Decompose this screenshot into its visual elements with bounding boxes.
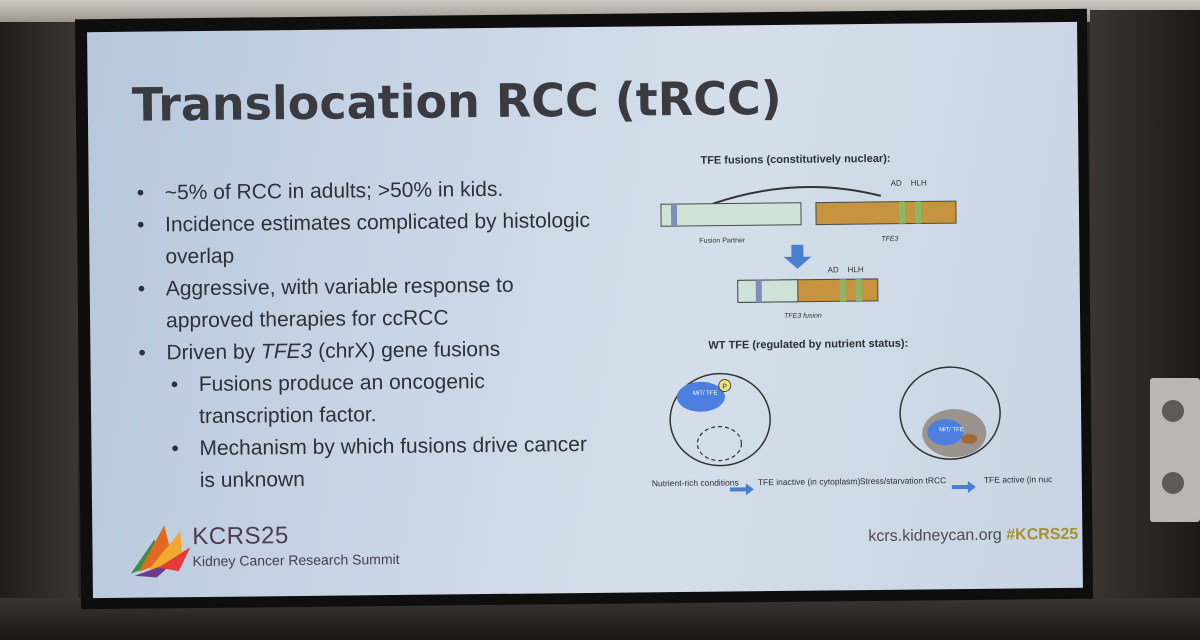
phosphate-label: P [722,384,727,391]
bullet-text: Incidence estimates complicated by histo… [164,208,591,269]
fusion-partner-bar [660,202,802,227]
hlh-label: HLH [911,178,927,187]
tfe-fusion-diagram: TFE fusions (constitutively nuclear): AD… [652,153,1052,496]
tfe3-label: TFE3 [881,236,898,243]
presentation-slide: Translocation RCC (tRCC) ~5% of RCC in a… [87,21,1083,599]
tfe3-fusion-partner-part [737,279,799,303]
bullet-item: Aggressive, with variable response to ap… [134,269,605,338]
fusion-heading: TFE fusions (constitutively nuclear): [700,153,890,167]
tfe3-fusion-label: TFE3 fusion [784,313,822,320]
ad-label-2: AD [828,265,839,274]
logo-subtitle: Kidney Cancer Research Summit [192,550,400,570]
bullet-text: Driven by [166,340,262,365]
bullet-item: Incidence estimates complicated by histo… [133,205,604,274]
right-arrow-icon-2 [951,481,976,493]
fusion-arc [712,185,882,205]
hlh-domain-2 [855,279,862,302]
bullet-item: ~5% of RCC in adults; >50% in kids. [133,173,603,210]
dna-blob [961,433,978,444]
mit-tfe-label-left: MiT/ TFE [693,391,718,397]
mit-tfe-label-right: MiT/ TFE [939,427,964,433]
bullet-text: ~5% of RCC in adults; >50% in kids. [164,177,504,205]
right-condition: Stress/starvation tRCC [860,475,947,486]
left-condition: Nutrient-rich conditions [652,477,739,488]
mit-tfe-protein-right [927,419,964,446]
wt-heading: WT TFE (regulated by nutrient status): [708,338,908,352]
logo-name: KCRS25 [192,522,289,551]
left-result: TFE inactive (in cytoplasm) [758,476,861,487]
bullet-text: Fusions produce an oncogenic transcripti… [198,370,485,429]
speaker-icon [1150,378,1200,522]
hlh-label-2: HLH [848,265,864,274]
tfe3-bar [815,200,957,226]
footer-url: kcrs.kidneycan.org #KCRS25 [868,526,1078,546]
bullet-text: Aggressive, with variable response to ap… [165,273,514,333]
nucleus-left [696,425,743,462]
hashtag-text: #KCRS25 [1006,525,1079,544]
fusion-partner-label: Fusion Partner [699,237,746,244]
partner-domain [670,204,678,227]
room-wall-left [0,22,78,640]
ad-label: AD [891,179,902,188]
gene-name: TFE3 [260,339,313,364]
cell-right [899,366,1001,460]
right-result: TFE active (in nucleus) [984,474,1052,485]
ad-domain-2 [839,279,846,302]
sub-bullet-item: Mechanism by which fusions drive cancer … [135,429,606,498]
slide-title: Translocation RCC (tRCC) [131,70,782,132]
bullet-item: Driven by TFE3 (chrX) gene fusions [134,333,604,370]
down-arrow-icon [783,244,812,269]
bullet-text: (chrX) gene fusions [312,337,501,363]
room-wall-right [1090,10,1200,640]
mit-tfe-protein-left [676,381,725,412]
bullet-list: ~5% of RCC in adults; >50% in kids. Inci… [133,173,606,498]
hlh-domain [914,201,922,224]
phosphate-icon [718,379,732,392]
sub-bullet-item: Fusions produce an oncogenic transcripti… [135,365,606,434]
ad-domain [898,201,906,224]
bullet-text: Mechanism by which fusions drive cancer … [199,432,588,493]
partner-domain-2 [755,280,762,303]
url-text: kcrs.kidneycan.org [868,526,1002,546]
kcrs-logo-icon [130,525,191,578]
cell-left [669,372,771,467]
right-arrow-icon [729,483,754,496]
